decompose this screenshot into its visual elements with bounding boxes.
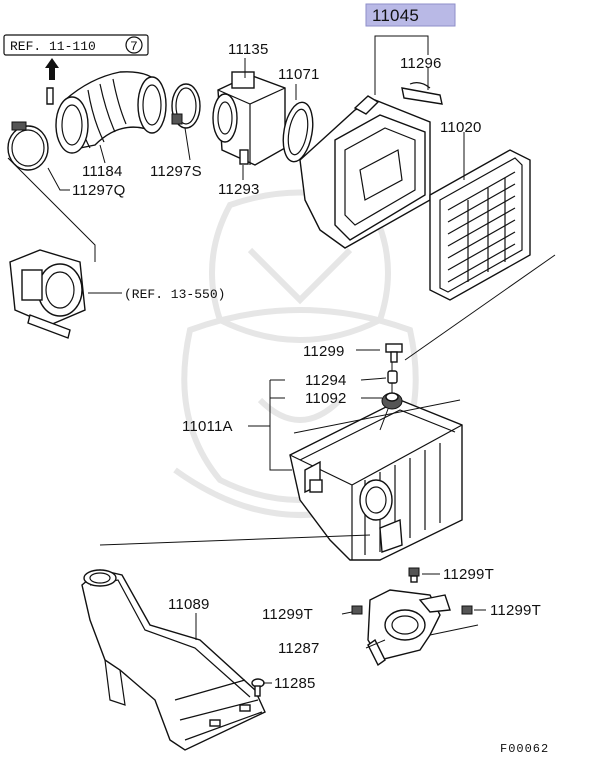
part-number-11045: 11045 — [372, 6, 419, 25]
airflow-sensor-11135 — [212, 71, 286, 166]
part-number-11299T-left[interactable]: 11299T — [262, 606, 313, 623]
part-label-11045[interactable]: 11045 — [365, 3, 456, 27]
ref-circle — [125, 36, 143, 54]
part-number-11135[interactable]: 11135 — [228, 41, 269, 58]
part-number-11299[interactable]: 11299 — [303, 343, 345, 360]
screw-11285 — [251, 678, 265, 697]
part-number-11299T-right[interactable]: 11299T — [490, 602, 541, 619]
clamp-11297Q — [7, 121, 49, 171]
part-number-11071[interactable]: 11071 — [278, 66, 320, 83]
part-number-11287[interactable]: 11287 — [278, 640, 320, 657]
part-number-11299T-top[interactable]: 11299T — [443, 566, 494, 583]
ref-box — [3, 34, 149, 56]
part-number-11285[interactable]: 11285 — [274, 675, 316, 692]
bolt-axis-line — [379, 362, 393, 431]
bolt-11299T-left — [351, 605, 363, 615]
filter-element-11020 — [429, 149, 531, 301]
part-number-11184[interactable]: 11184 — [82, 163, 123, 180]
ref-text-top: REF. 11-110 — [10, 39, 96, 54]
figure-code: F00062 — [500, 742, 549, 756]
watermark-emblem — [173, 189, 427, 518]
bolt-11299 — [385, 343, 403, 363]
intake-hose-11184 — [46, 71, 167, 154]
bolt-11299T-top — [408, 567, 420, 583]
clip-11296 — [401, 82, 443, 105]
air-duct-11089 — [81, 569, 266, 751]
ref-text-mid[interactable]: (REF. 13-550) — [124, 287, 225, 302]
bolt-11299T-right — [461, 605, 473, 615]
throttle-body-ref-13-550 — [9, 249, 86, 339]
part-number-11294[interactable]: 11294 — [305, 372, 347, 389]
highlight-box — [365, 3, 456, 27]
grommet-11092 — [381, 392, 403, 410]
ref-circle-number: 7 — [130, 39, 138, 54]
bracket-11287 — [367, 589, 451, 667]
part-number-11011A[interactable]: 11011A — [182, 418, 233, 435]
air-cleaner-housing-11011A — [289, 399, 463, 561]
part-number-11089[interactable]: 11089 — [168, 596, 210, 613]
part-number-11297S[interactable]: 11297S — [150, 163, 202, 180]
gasket-11071 — [282, 101, 314, 163]
leader-lines — [7, 58, 556, 684]
air-cleaner-cover-11045 — [299, 95, 431, 249]
part-number-11297Q[interactable]: 11297Q — [72, 182, 125, 199]
part-number-11092[interactable]: 11092 — [305, 390, 347, 407]
clamp-11297S — [171, 83, 201, 129]
part-number-11020[interactable]: 11020 — [440, 119, 482, 136]
part-number-11296[interactable]: 11296 — [400, 55, 442, 72]
ref-arrow-up-icon — [45, 58, 59, 80]
leader-11045 — [374, 35, 429, 95]
ref-11-110[interactable]: REF. 11-110 7 — [3, 34, 149, 56]
collar-11294 — [387, 370, 398, 384]
part-number-11293[interactable]: 11293 — [218, 181, 260, 198]
